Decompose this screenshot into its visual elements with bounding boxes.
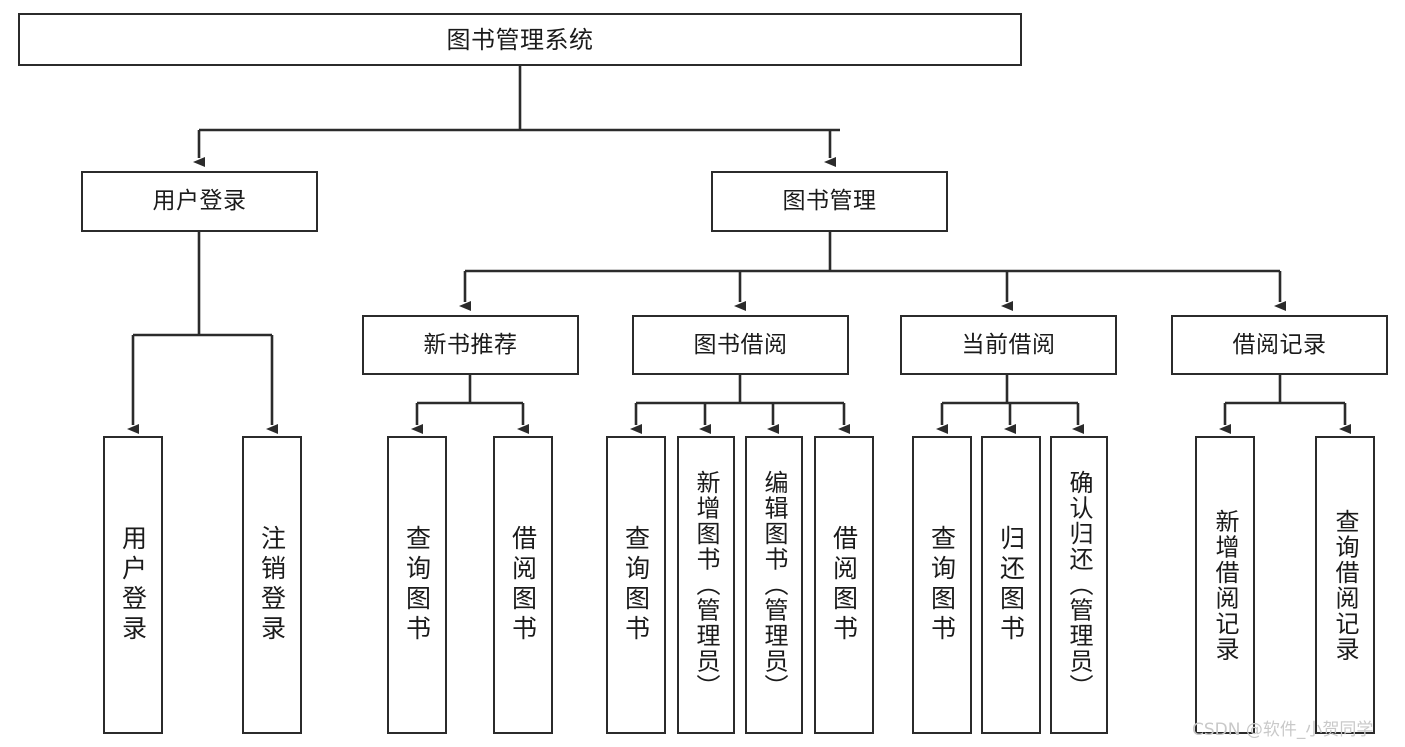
node-leaf-add-book-label: 新增图书（管理员）	[692, 470, 720, 700]
node-current-borrow-label: 当前借阅	[961, 331, 1056, 358]
node-new-book-recommend[interactable]: 新书推荐	[362, 315, 579, 375]
node-leaf-query-book-2-label: 查询图书	[621, 525, 651, 645]
node-leaf-query-book-2[interactable]: 查询图书	[606, 436, 666, 734]
node-current-borrow[interactable]: 当前借阅	[900, 315, 1117, 375]
node-leaf-add-record[interactable]: 新增借阅记录	[1195, 436, 1255, 734]
node-leaf-return-book[interactable]: 归还图书	[981, 436, 1041, 734]
node-leaf-query-record-label: 查询借阅记录	[1331, 508, 1359, 662]
node-leaf-confirm-return[interactable]: 确认归还（管理员）	[1050, 436, 1108, 734]
node-root[interactable]: 图书管理系统	[18, 13, 1022, 66]
node-leaf-return-book-label: 归还图书	[996, 525, 1026, 645]
watermark: CSDN @软件_小贺同学	[1192, 720, 1374, 740]
node-book-manage-label: 图书管理	[782, 188, 877, 214]
node-book-manage[interactable]: 图书管理	[711, 171, 948, 232]
node-borrow-record-label: 借阅记录	[1232, 331, 1327, 358]
node-leaf-borrow-book-2-label: 借阅图书	[829, 525, 859, 645]
node-leaf-add-record-label: 新增借阅记录	[1211, 508, 1239, 662]
node-leaf-query-book-3[interactable]: 查询图书	[912, 436, 972, 734]
node-new-book-recommend-label: 新书推荐	[423, 331, 518, 358]
node-book-borrow[interactable]: 图书借阅	[632, 315, 849, 375]
node-user-login-label: 用户登录	[152, 188, 247, 214]
node-leaf-borrow-book-1[interactable]: 借阅图书	[493, 436, 553, 734]
node-leaf-borrow-book-1-label: 借阅图书	[508, 525, 538, 645]
node-book-borrow-label: 图书借阅	[693, 331, 788, 358]
node-leaf-query-book-3-label: 查询图书	[927, 525, 957, 645]
node-leaf-user-login[interactable]: 用户登录	[103, 436, 163, 734]
node-leaf-confirm-return-label: 确认归还（管理员）	[1065, 470, 1093, 700]
node-leaf-edit-book-label: 编辑图书（管理员）	[760, 470, 788, 700]
node-root-label: 图书管理系统	[446, 25, 594, 54]
node-leaf-user-login-label: 用户登录	[118, 525, 148, 645]
node-leaf-query-record[interactable]: 查询借阅记录	[1315, 436, 1375, 734]
node-borrow-record[interactable]: 借阅记录	[1171, 315, 1388, 375]
node-leaf-query-book-1[interactable]: 查询图书	[387, 436, 447, 734]
node-leaf-query-book-1-label: 查询图书	[402, 525, 432, 645]
node-user-login[interactable]: 用户登录	[81, 171, 318, 232]
node-leaf-logout[interactable]: 注销登录	[242, 436, 302, 734]
node-leaf-logout-label: 注销登录	[257, 525, 287, 645]
node-leaf-edit-book[interactable]: 编辑图书（管理员）	[745, 436, 803, 734]
node-leaf-borrow-book-2[interactable]: 借阅图书	[814, 436, 874, 734]
node-leaf-add-book[interactable]: 新增图书（管理员）	[677, 436, 735, 734]
